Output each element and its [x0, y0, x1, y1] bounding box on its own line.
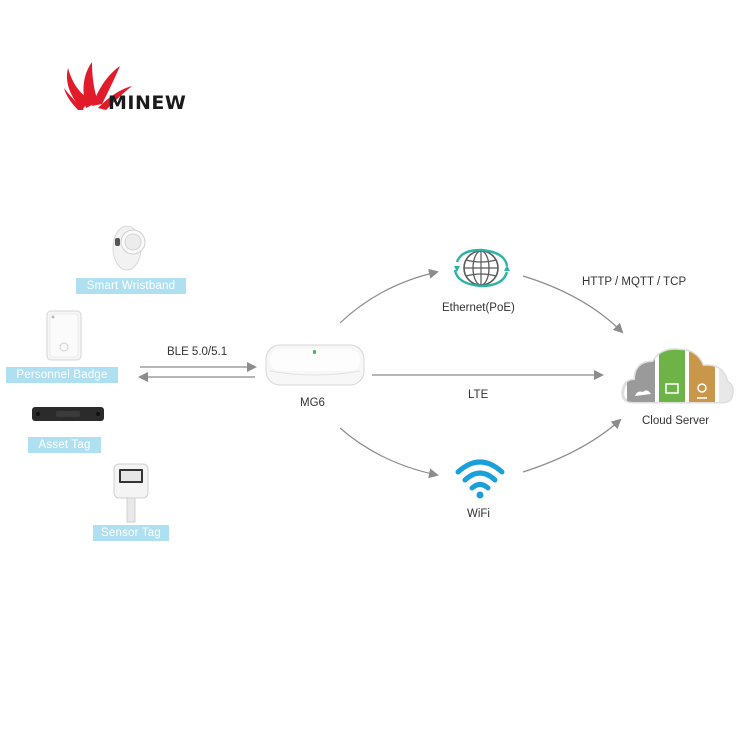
- cloud-label: Cloud Server: [642, 415, 710, 427]
- minew-logo-icon: [64, 62, 132, 110]
- cloud-server-icon: [621, 348, 734, 404]
- asset-tag-icon: [32, 407, 104, 421]
- sensor-tag-icon: [113, 463, 149, 523]
- brand-name: MINEW: [108, 92, 187, 114]
- ble-link-label: BLE 5.0/5.1: [167, 346, 228, 358]
- smart-wristband-icon: [112, 225, 146, 271]
- globe-icon: [453, 248, 510, 288]
- ethernet-label: Ethernet(PoE): [442, 302, 515, 314]
- device-label: Smart Wristband: [76, 278, 186, 294]
- gateway-icon: [265, 344, 365, 386]
- gateway-label: MG6: [300, 397, 325, 409]
- protocols-label: HTTP / MQTT / TCP: [582, 276, 687, 288]
- device-label: Sensor Tag: [93, 525, 169, 541]
- wifi-icon: [455, 459, 505, 499]
- personnel-badge-icon: [46, 310, 82, 361]
- device-label: Asset Tag: [28, 437, 101, 453]
- device-label: Personnel Badge: [6, 367, 118, 383]
- lte-label: LTE: [468, 389, 489, 401]
- wifi-label: WiFi: [467, 508, 490, 520]
